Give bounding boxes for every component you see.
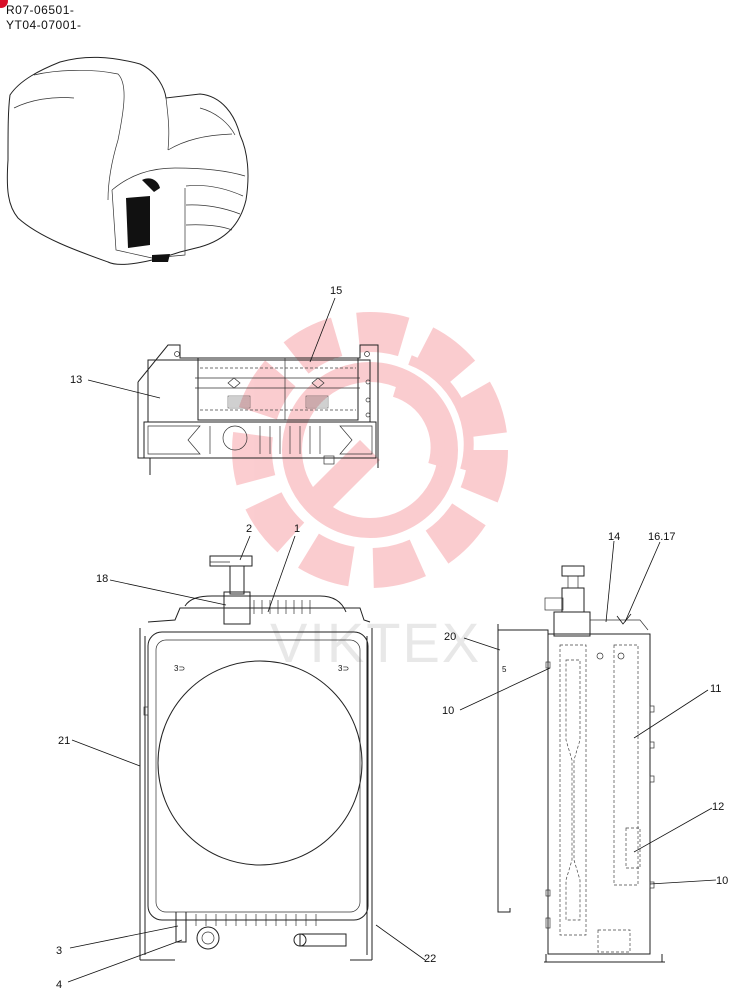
serial-range-1: R07-06501- bbox=[6, 3, 75, 17]
svg-text:5: 5 bbox=[502, 665, 507, 674]
callout-22: 22 bbox=[424, 953, 436, 965]
watermark-text: VIKTEX bbox=[270, 611, 481, 674]
machine-hood-illustration bbox=[6, 56, 249, 265]
callout-11: 11 bbox=[710, 683, 721, 695]
callout-10-left: 10 bbox=[442, 705, 454, 717]
radiator-side-view: 5 bbox=[497, 565, 665, 963]
callout-2: 2 bbox=[246, 523, 252, 535]
callout-10-right: 10 bbox=[716, 875, 728, 887]
callout-16-17: 16.17 bbox=[648, 531, 676, 543]
callout-13: 13 bbox=[70, 374, 82, 386]
svg-text:3⊃: 3⊃ bbox=[338, 664, 349, 673]
radiator-top-view bbox=[137, 344, 379, 475]
serial-range-2: YT04-07001- bbox=[6, 18, 82, 32]
radiator-front-view: 3⊃ 3⊃ bbox=[139, 555, 373, 961]
callout-18: 18 bbox=[96, 573, 108, 585]
callout-21: 21 bbox=[58, 735, 70, 747]
callout-20: 20 bbox=[444, 631, 456, 643]
callout-15: 15 bbox=[330, 285, 342, 297]
callout-3: 3 bbox=[56, 945, 62, 957]
svg-text:3⊃: 3⊃ bbox=[174, 664, 185, 673]
callout-12: 12 bbox=[712, 801, 724, 813]
page-marker-dot bbox=[0, 0, 8, 8]
callout-14: 14 bbox=[608, 531, 620, 543]
callout-1: 1 bbox=[294, 523, 300, 535]
callout-leaders bbox=[67, 297, 717, 983]
callout-4: 4 bbox=[56, 979, 62, 991]
